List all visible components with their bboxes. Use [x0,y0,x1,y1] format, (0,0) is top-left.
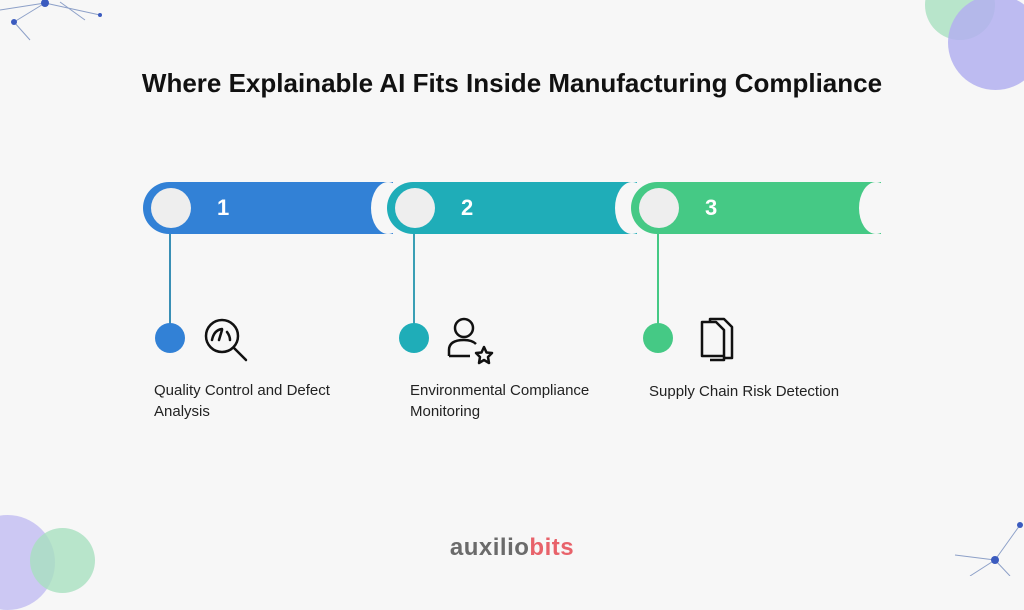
step-3-bar: 3 [631,182,893,234]
step-circle [151,188,191,228]
step-number: 2 [461,195,474,220]
step-2-label: Environmental Compliance Monitoring [410,382,590,420]
step-number: 3 [705,195,718,220]
auxiliobits-logo: auxiliobits [449,534,575,561]
network-decor-icon [0,0,102,41]
step-dot [399,323,429,353]
decor-circle [948,0,1024,90]
connector-line [169,234,171,326]
step-circle [639,188,679,228]
connector-line [413,234,415,326]
page-title: Where Explainable AI Fits Inside Manufac… [141,68,883,98]
step-dot [643,323,673,353]
step-dot [155,323,185,353]
step-circle [395,188,435,228]
step-3-label: Supply Chain Risk Detection [649,383,840,400]
documents-icon [700,317,734,362]
step-1-label: Quality Control and Defect Analysis [154,382,330,420]
user-star-icon [447,317,494,365]
step-number: 1 [217,195,230,220]
step-2-bar: 2 [387,182,649,234]
step-1-bar: 1 [143,182,405,234]
gauge-search-icon [204,318,248,362]
network-decor-icon [954,522,1023,576]
connector-line [657,234,659,326]
